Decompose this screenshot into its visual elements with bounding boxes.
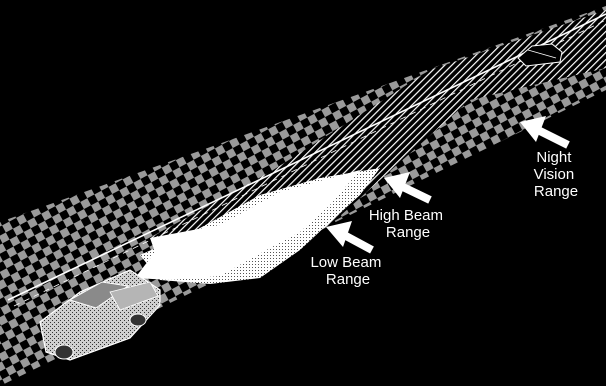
label-night-vision: Night Vision Range <box>534 149 579 200</box>
